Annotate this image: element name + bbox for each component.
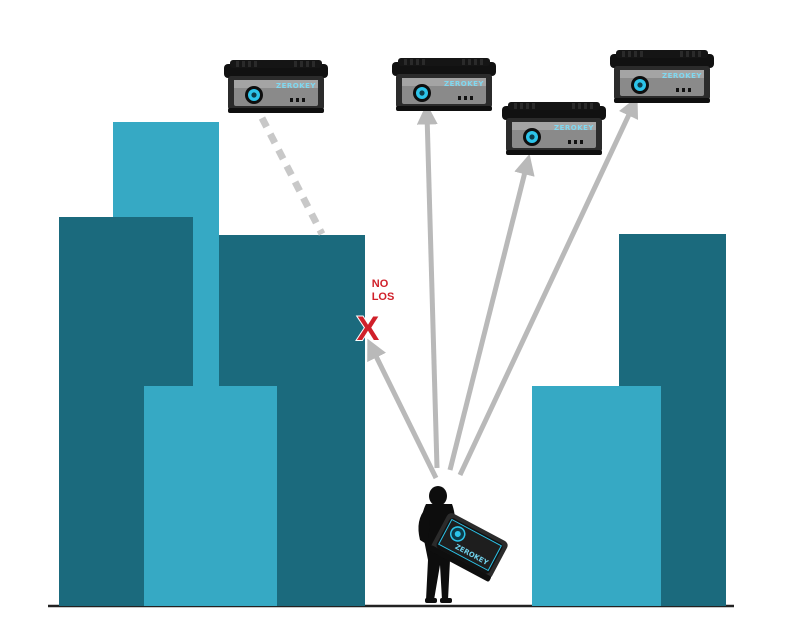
- ray-to-anchor-4: [457, 96, 639, 477]
- no-los-line2: LOS: [372, 291, 395, 303]
- anchor-brand: ZEROKEY: [276, 82, 316, 90]
- anchor-brand: ZEROKEY: [662, 72, 702, 80]
- ray-to-obstruction: [367, 338, 439, 480]
- ceiling-anchor-1: ZEROKEY: [224, 60, 328, 113]
- right-buildings: [532, 234, 726, 606]
- blocked-ray: [258, 116, 326, 236]
- anchor-brand: ZEROKEY: [554, 124, 594, 132]
- no-los-mark: X: [357, 310, 380, 348]
- left-buildings: [59, 122, 365, 606]
- building-light-right: [532, 386, 661, 606]
- building-light-front: [144, 386, 277, 606]
- ceiling-anchor-3: ZEROKEY: [502, 102, 606, 155]
- anchor-brand: ZEROKEY: [444, 80, 484, 88]
- no-line-of-sight-icon: NO LOS X: [356, 278, 395, 349]
- no-los-line1: NO: [372, 278, 389, 290]
- los-rays: [367, 96, 639, 480]
- ceiling-anchor-2: ZEROKEY: [392, 58, 496, 111]
- ray-to-anchor-3: [447, 153, 535, 471]
- tracker-pack-icon: ZEROKEY: [429, 513, 508, 582]
- ceiling-anchor-4: ZEROKEY: [610, 50, 714, 103]
- ray-to-anchor-2: [416, 103, 440, 469]
